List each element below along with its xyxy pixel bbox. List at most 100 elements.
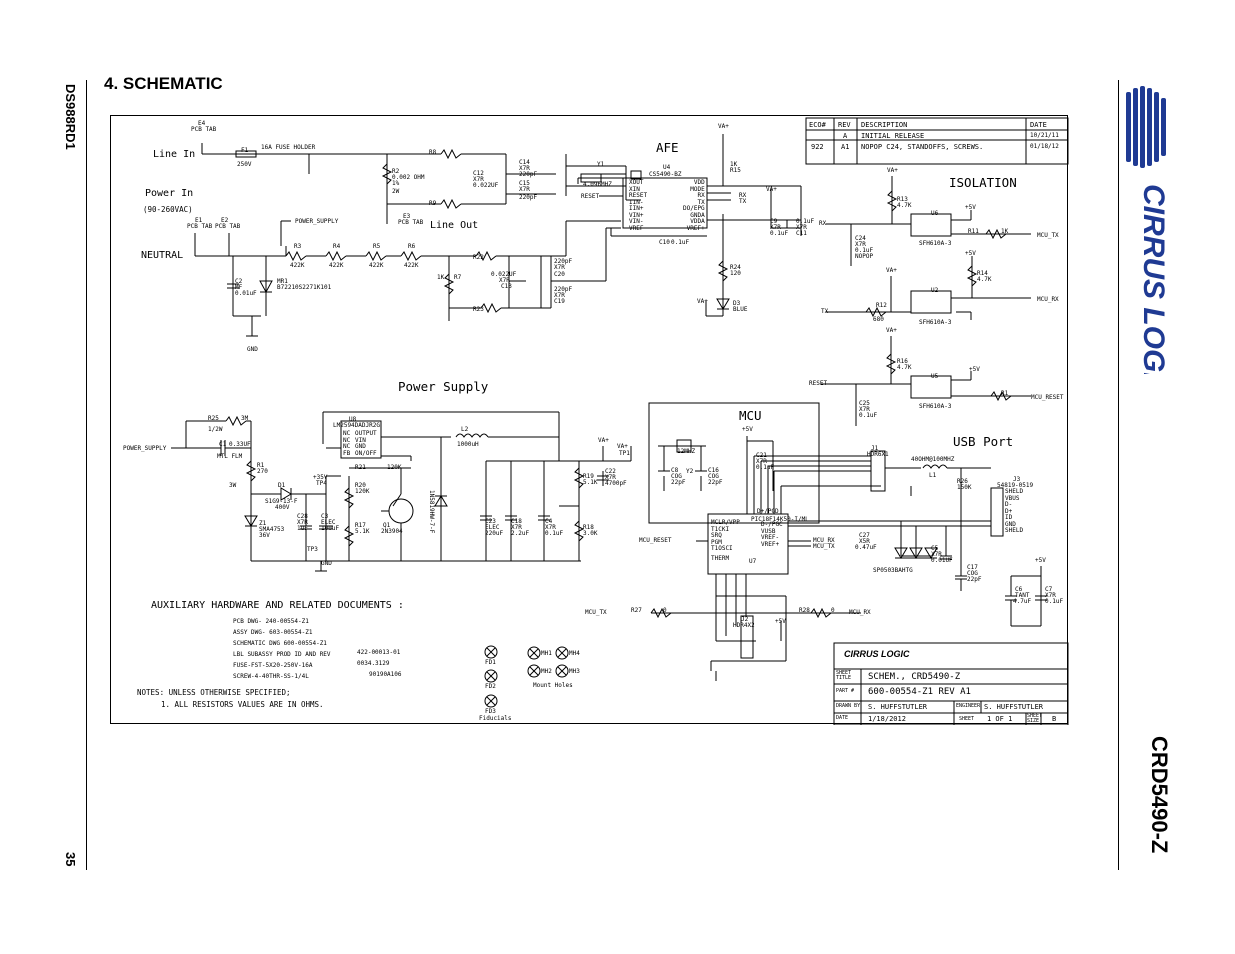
- u4-pin-do: DO/EPG: [683, 205, 705, 212]
- c8-value: 22pF: [671, 479, 686, 486]
- c24-dielectric: X7R: [855, 241, 866, 248]
- esd-part: SP0503BAHTG: [873, 567, 913, 574]
- j3-pin-shield2: SHELD: [1005, 527, 1024, 534]
- c11-dielectric: X7R: [796, 224, 807, 231]
- aux-pn-fuse: 0034.3129: [357, 660, 390, 667]
- d1-label: D1: [278, 482, 286, 489]
- r4-value: 422K: [329, 262, 344, 269]
- c12-dielectric: X7R: [473, 176, 484, 183]
- u7-pin-t1osci: T1OSCI: [711, 545, 733, 552]
- c23-value: 220uF: [485, 530, 504, 537]
- iso-reset-net: RESET: [809, 380, 828, 387]
- u8-pin-onoff: ON/OFF: [355, 449, 377, 457]
- u8-pin-nc1: NC: [343, 430, 351, 437]
- c16-type: COG: [708, 473, 719, 480]
- c27-dielectric: X5R: [859, 538, 870, 545]
- c9-value: 0.1uF: [770, 230, 789, 237]
- u7-pin-therm: THERM: [711, 554, 730, 562]
- u8-left-pins: NC NC NC FB: [343, 430, 351, 457]
- c17-value: 22pF: [967, 576, 982, 583]
- j1-part: HDR6X1: [867, 451, 889, 458]
- u6-part: SFH610A-3: [919, 240, 952, 247]
- fiducials-label: Fiducials: [479, 715, 512, 722]
- c20-dielectric: X7R: [554, 264, 565, 271]
- u2-vaplus: VA+: [886, 267, 897, 274]
- mh2-label: MH2: [541, 668, 552, 675]
- u8-part: LM2594DADJR2G: [333, 422, 380, 429]
- mcu-reset-net: MCU_RESET: [1031, 394, 1064, 401]
- rev-row2-eco: 922: [811, 143, 824, 151]
- c19-value: 220pF: [554, 286, 573, 293]
- u8-pin-nc2: NC: [343, 436, 351, 444]
- engineer-label: ENGINEER: [956, 703, 981, 709]
- j1-label: J1: [871, 445, 879, 452]
- c13-label: C13: [501, 283, 512, 290]
- r20-value: 120K: [355, 488, 370, 495]
- e2-label: E2: [221, 217, 229, 224]
- c3-label: C3: [321, 513, 329, 520]
- c20-value: 220pF: [554, 258, 573, 265]
- r17-label: R17: [355, 522, 366, 529]
- mh3-label: MH3: [569, 668, 580, 675]
- mh4-label: MH4: [569, 650, 580, 657]
- u4-pin-vdd: VDD: [693, 179, 705, 186]
- u5-5v: +5V: [969, 366, 980, 373]
- r12-value: 680: [873, 316, 884, 323]
- product-name: CRD5490-Z: [1147, 736, 1172, 854]
- c18-value: 2.2uF: [511, 530, 530, 537]
- u7-pin-pgm: PGM: [711, 538, 722, 546]
- y1-value: 4.096MHZ: [583, 181, 612, 188]
- ps-gnd-label: GND: [321, 560, 332, 567]
- iso-rx-net: RX: [819, 220, 827, 227]
- r26-value: 150K: [957, 484, 972, 491]
- r26-label: R26: [957, 478, 968, 485]
- page-number: 35: [63, 852, 78, 867]
- c18-label: C18: [511, 518, 522, 525]
- r15-label: R15: [730, 167, 741, 174]
- u7-pin-vref-minus: VREF-: [761, 534, 780, 541]
- led-vaplus: VA+: [697, 298, 708, 305]
- ps-net: POWER_SUPPLY: [123, 445, 167, 452]
- j3-pins: SHELD VBUS D- D+ ID GND SHELD: [1005, 488, 1024, 535]
- fuse-voltage: 250V: [237, 161, 252, 168]
- d3-label: D3: [733, 300, 741, 307]
- r13-label: R13: [897, 196, 908, 203]
- z1-part: SMA4753: [259, 526, 285, 533]
- rev-header-rev: REV: [838, 121, 851, 129]
- u8-pin-output: OUTPUT: [355, 430, 377, 437]
- c8-label: C8: [671, 467, 679, 474]
- u7-pin-dplus: D+/PGD: [757, 508, 779, 515]
- u4-pin-gnda: GNDA: [690, 211, 705, 219]
- c7-dielectric: X7R: [1045, 592, 1056, 599]
- c9-label: C9: [770, 218, 778, 225]
- r7-label: R7: [454, 274, 462, 281]
- u6-5v: +5V: [965, 204, 976, 211]
- c15-value: 220pF: [519, 194, 538, 201]
- c22-value: 4700pF: [605, 480, 627, 487]
- block-line-in: Line In: [153, 149, 196, 160]
- j3-pin-gnd: GND: [1005, 520, 1016, 528]
- u7-mcu-tx: MCU_TX: [813, 543, 835, 550]
- rev-row1-date: 10/21/11: [1030, 132, 1059, 139]
- e3-label: E3: [403, 213, 411, 220]
- mcu-tx-net: MCU_TX: [1037, 232, 1059, 239]
- r28-value: 0: [831, 607, 835, 614]
- aux-list: PCB DWG- 240-00554-Z1 ASSY DWG- 603-0055…: [233, 616, 331, 682]
- r24-value: 120: [730, 270, 741, 277]
- gnd-label: GND: [247, 346, 258, 353]
- u7-pin-dminus: D-/PGC: [761, 521, 783, 528]
- r19-label: R19: [583, 473, 594, 480]
- r2-power: 2W: [392, 188, 400, 195]
- r6-value: 422K: [404, 262, 419, 269]
- r28-label: R28: [799, 607, 810, 614]
- c14-dielectric: X7R: [519, 165, 530, 172]
- block-usb-port: USB Port: [953, 434, 1014, 449]
- r1-label: R1: [257, 462, 265, 469]
- q1-label: Q1: [383, 522, 391, 529]
- tp3-label: TP3: [307, 546, 318, 553]
- c14-value: 220pF: [519, 171, 538, 178]
- c3-value: 100uF: [321, 525, 340, 532]
- j2-part: HDR4X2: [733, 622, 755, 629]
- u6-vaplus: VA+: [887, 167, 898, 174]
- c14-label: C14: [519, 159, 530, 166]
